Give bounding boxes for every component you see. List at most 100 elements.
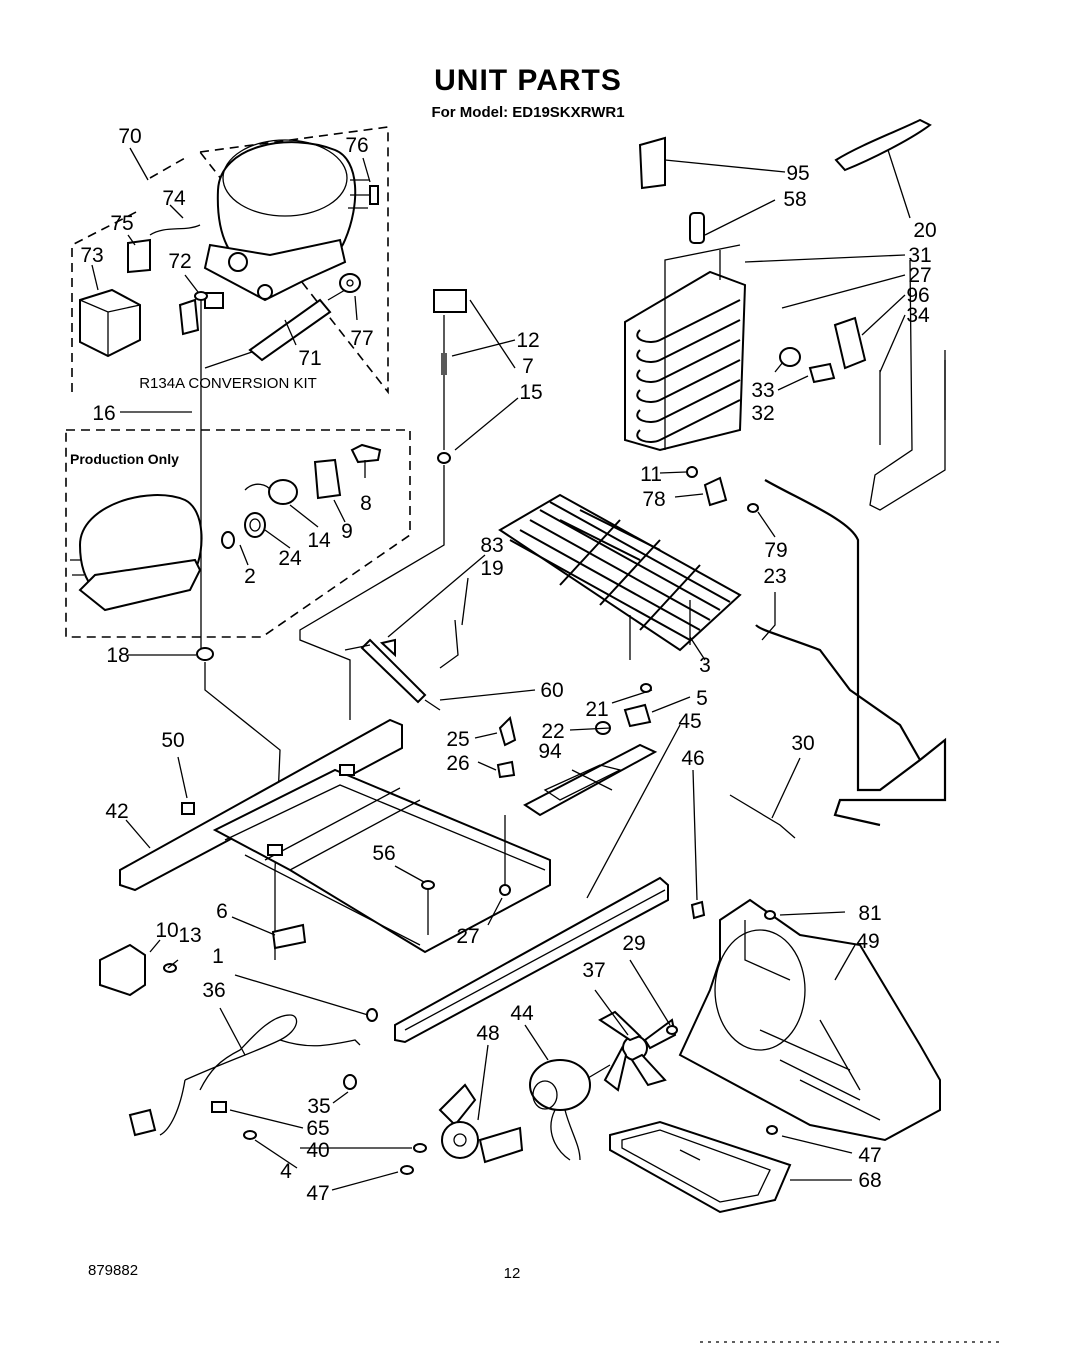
production-only-box [65, 429, 411, 638]
drain-pan [609, 1120, 792, 1214]
grommet-18 [196, 647, 214, 661]
fan-blade [598, 1010, 677, 1092]
screw-56 [421, 880, 435, 935]
callout-81: 81 [858, 902, 881, 925]
compressor-kit [203, 139, 372, 302]
callout-10: 10 [155, 919, 178, 942]
base-frame [119, 718, 551, 954]
callout-15: 15 [519, 381, 542, 404]
page-title: UNIT PARTS [434, 64, 622, 97]
callout-26: 26 [446, 752, 469, 775]
callout-79: 79 [764, 539, 787, 562]
callout-34: 34 [906, 304, 930, 327]
callout-27-upper: 27 [908, 264, 931, 287]
start-relay-parts [221, 443, 382, 549]
screw-4 [243, 1130, 257, 1140]
callout-65: 65 [306, 1117, 329, 1140]
evaporator-coil [624, 244, 747, 452]
callout-9: 9 [341, 520, 353, 543]
callout-94: 94 [538, 740, 562, 763]
relay-part [79, 288, 141, 358]
small-parts-group [496, 683, 652, 779]
grommet-part [339, 273, 361, 293]
callout-78: 78 [642, 488, 665, 511]
callout-2: 2 [244, 565, 256, 588]
callout-77: 77 [350, 327, 373, 350]
process-tube-part [369, 185, 379, 205]
callout-14: 14 [307, 529, 331, 552]
callout-46: 46 [681, 747, 704, 770]
tube-23 [755, 479, 947, 827]
callout-19: 19 [480, 557, 503, 580]
connector-35 [343, 1074, 357, 1090]
callout-44: 44 [510, 1002, 534, 1025]
clip-part [178, 292, 224, 336]
screw-13 [163, 963, 177, 973]
callout-12: 12 [516, 329, 539, 352]
bracket-94 [523, 743, 658, 817]
callout-49: 49 [856, 930, 879, 953]
screw-40 [413, 1143, 427, 1153]
callout-74: 74 [162, 187, 186, 210]
fan-motor [529, 1059, 611, 1161]
callout-58: 58 [783, 188, 806, 211]
screw-47-right [766, 1125, 778, 1135]
tube-34 [869, 259, 946, 511]
spacer-29 [666, 1025, 678, 1035]
screw-27-lower [499, 815, 511, 896]
callout-60: 60 [540, 679, 563, 702]
callout-23: 23 [763, 565, 786, 588]
callout-20: 20 [913, 219, 936, 242]
callout-36: 36 [202, 979, 225, 1002]
callout-16: 16 [92, 402, 115, 425]
callout-73: 73 [80, 244, 103, 267]
callout-45: 45 [678, 710, 701, 733]
callout-76: 76 [345, 134, 368, 157]
callout-83: 83 [480, 534, 503, 557]
callout-75: 75 [110, 212, 133, 235]
power-cord [128, 1014, 361, 1137]
callout-50: 50 [161, 729, 184, 752]
screw-16 [194, 291, 208, 315]
callout-47-left: 47 [306, 1182, 329, 1205]
callout-32: 32 [751, 402, 774, 425]
page-number: 12 [504, 1265, 521, 1282]
callout-47-right: 47 [858, 1144, 881, 1167]
callout-22: 22 [541, 720, 564, 743]
drain-trough-part [689, 212, 705, 244]
screw-81 [764, 910, 776, 920]
callout-95: 95 [786, 162, 809, 185]
overload-part [127, 224, 201, 274]
callout-21: 21 [585, 698, 608, 721]
fan-shroud [678, 898, 941, 1142]
filter-drier-part [204, 289, 346, 369]
callout-6: 6 [216, 900, 228, 923]
callout-29: 29 [622, 932, 645, 955]
callout-13: 13 [178, 924, 201, 947]
bracket-96 [779, 316, 867, 384]
callout-42: 42 [105, 800, 128, 823]
clip-95 [638, 136, 666, 190]
page-subtitle: For Model: ED19SKXRWR1 [431, 104, 624, 121]
conversion-kit-label: R134A CONVERSION KIT [139, 375, 317, 392]
defrost-term-parts [686, 466, 759, 513]
callout-68: 68 [858, 1169, 881, 1192]
callout-18: 18 [106, 644, 129, 667]
callout-35: 35 [307, 1095, 330, 1118]
bumper-50 [181, 802, 195, 815]
heater-element [834, 118, 932, 172]
rail-45 [394, 876, 669, 1044]
callout-96: 96 [906, 284, 929, 307]
compressor-production [70, 494, 203, 612]
callout-1: 1 [212, 945, 224, 968]
cord-clamp-10 [99, 943, 146, 997]
callout-30: 30 [791, 732, 814, 755]
drier-60 [344, 619, 459, 711]
callout-8: 8 [360, 492, 372, 515]
tube-30 [729, 794, 796, 839]
leader-line-mount [204, 662, 281, 960]
callout-7: 7 [522, 355, 534, 378]
start-device-part [299, 289, 467, 720]
callout-31: 31 [908, 244, 931, 267]
